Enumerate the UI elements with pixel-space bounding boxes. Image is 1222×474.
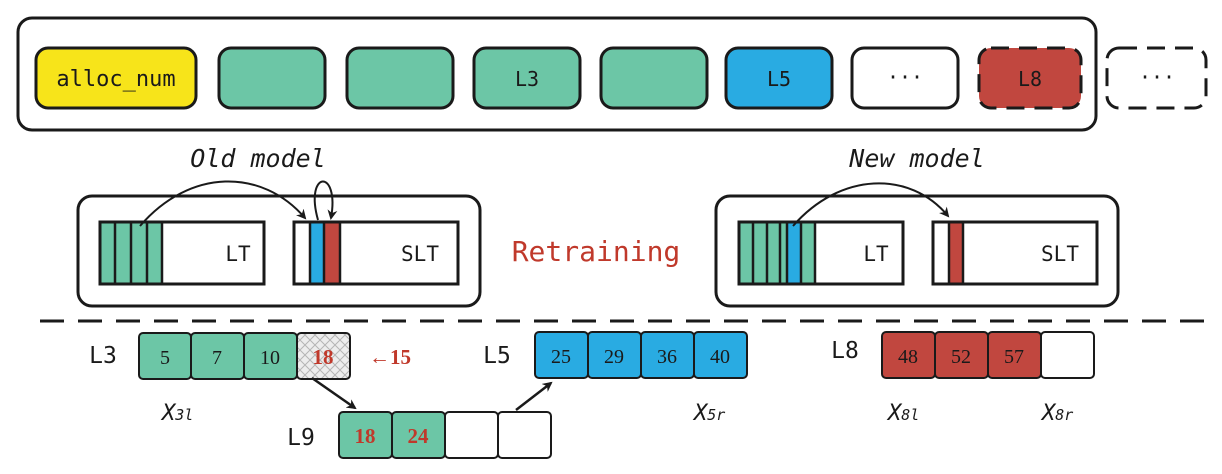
slot-ellipsis-label: ···: [887, 65, 923, 89]
slot-3: [345, 46, 455, 110]
leaf-l8-cells: 48 52 57: [881, 331, 1095, 379]
leaf-l9-cell-value: 18: [355, 424, 376, 448]
old-model-title: Old model: [190, 144, 325, 173]
leaf-l3-cell-value: 5: [160, 347, 170, 369]
new-model-frame: [714, 194, 1120, 308]
leaf-l9-cell: [497, 411, 552, 459]
new-arrow-lt-to-slt: [792, 182, 950, 227]
leaf-l3-cell-value: 7: [212, 347, 222, 369]
old-arrow-loop: [313, 180, 338, 221]
slot-overflow-label: ···: [1139, 65, 1175, 89]
link-arrow: [515, 381, 553, 411]
leaf-l8-cell-value: 48: [898, 346, 918, 368]
leaf-l8-sublabel-left-sub: 8l: [901, 406, 919, 424]
new-slt-label: SLT: [1041, 242, 1079, 266]
old-lt-label: LT: [225, 242, 251, 266]
leaf-l8-sublabel-left: X8l: [886, 401, 919, 426]
slot-overflow: ···: [1105, 46, 1208, 110]
leaf-l5-cell: [693, 331, 748, 379]
leaf-l8-sublabel-left-main: X: [886, 401, 903, 426]
slot-l5-label: L5: [767, 67, 791, 91]
slot-alloc-num: alloc_num: [34, 46, 198, 110]
leaf-l3-cell-value: 10: [260, 347, 280, 369]
leaf-l8-label: L8: [831, 338, 859, 364]
leaf-l5-cell-value: 40: [710, 346, 730, 368]
leaf-l8-sublabel-right-main: X: [1040, 401, 1057, 426]
old-slt-label: SLT: [401, 242, 439, 266]
slot-5: [599, 46, 709, 110]
old-arrow-lt-to-slt: [139, 180, 307, 227]
leaf-l9-label: L9: [287, 425, 315, 451]
leaf-l8-cell-value: 57: [1004, 346, 1024, 368]
leaf-l9-cells: 18 24: [338, 411, 552, 459]
leaf-l3-cells: 5 7 10 18: [138, 332, 351, 380]
slot-l3-label: L3: [515, 67, 539, 91]
leaf-l3-cell-hatched: [296, 332, 351, 380]
leaf-l3-label: L3: [89, 343, 117, 369]
leaf-l8-sublabel-right-sub: 8r: [1055, 406, 1073, 424]
leaf-l5-sublabel-main: X: [692, 401, 709, 426]
slot-l5: L5: [724, 46, 834, 110]
leaf-l9-cell: [444, 411, 499, 459]
leaf-l3-insert-marker: ←15: [369, 345, 411, 369]
new-lt-label: LT: [863, 242, 889, 266]
leaf-l9-cell-value: 24: [408, 424, 430, 448]
leaf-l3-cell-value: 18: [313, 345, 334, 369]
leaf-l5-sublabel: X5r: [692, 401, 725, 426]
new-model-title: New model: [848, 144, 984, 173]
leaf-l5-label: L5: [483, 343, 511, 369]
retraining-label: Retraining: [512, 235, 681, 268]
leaf-l3-sublabel: X3l: [160, 401, 193, 426]
leaf-l5-cell-value: 29: [604, 346, 624, 368]
slot-l8-label: L8: [1018, 67, 1042, 91]
old-lt-box: LT: [98, 220, 266, 286]
old-slt-box: SLT: [292, 220, 460, 286]
slot-l8: L8: [977, 46, 1083, 110]
leaf-l3-sublabel-sub: 3l: [174, 406, 193, 424]
leaf-l3-sublabel-main: X: [160, 401, 177, 426]
leaf-l5-cell-value: 36: [657, 346, 677, 368]
slot-2: [217, 46, 327, 110]
new-slt-box: SLT: [931, 220, 1099, 286]
leaf-l5-sublabel-sub: 5r: [707, 406, 725, 424]
new-lt-box: LT: [737, 220, 905, 286]
leaf-l5-cells: 25 29 36 40: [534, 331, 748, 379]
top-bar-frame: [16, 16, 1098, 132]
slot-l3: L3: [472, 46, 582, 110]
slot-alloc-num-label: alloc_num: [56, 67, 175, 92]
slot-ellipsis: ···: [850, 46, 960, 110]
split-arrow: [311, 376, 357, 410]
leaf-l8-cell: [1040, 331, 1095, 379]
leaf-l5-cell-value: 25: [551, 346, 571, 368]
leaf-l8-sublabel-right: X8r: [1040, 401, 1073, 426]
leaf-l8-cell-value: 52: [951, 346, 971, 368]
